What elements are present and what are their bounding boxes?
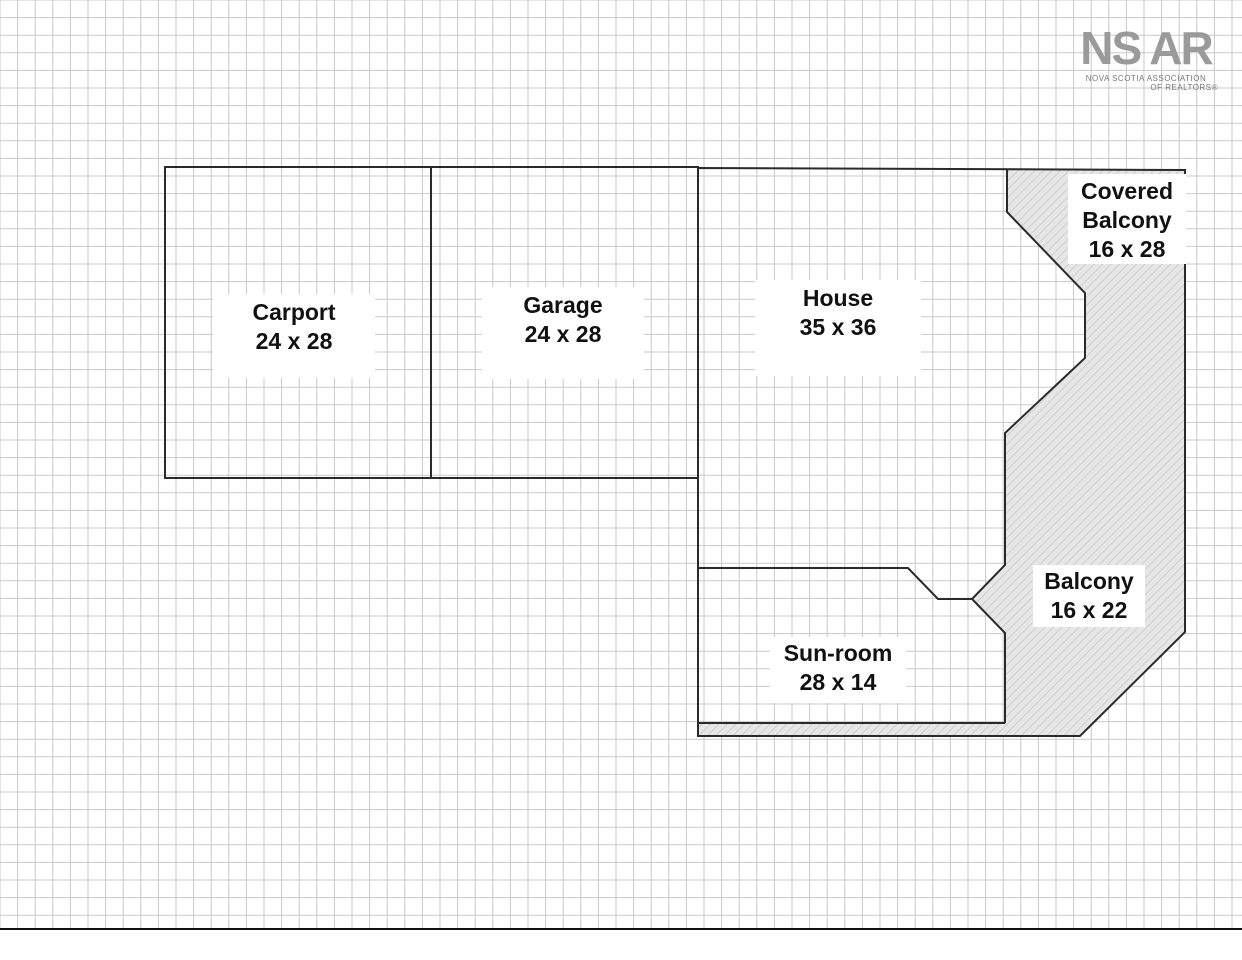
- graph-paper-grid: [0, 0, 1242, 930]
- balcony-label: Balcony 16 x 22: [1033, 565, 1145, 627]
- sunroom-outline: [698, 567, 1005, 724]
- plan-outlines: [164, 166, 1186, 737]
- logo-line-1: NOVA SCOTIA ASSOCIATION: [1085, 74, 1207, 83]
- nsar-logo: NS AR NOVA SCOTIA ASSOCIATION OF REALTOR…: [1066, 22, 1226, 102]
- logo-line-2: OF REALTORS®: [1150, 83, 1218, 92]
- sunroom-label: Sun-room 28 x 14: [770, 637, 906, 703]
- garage-label: Garage 24 x 28: [482, 287, 644, 379]
- covered-balcony-label: Covered Balcony 16 x 28: [1068, 174, 1186, 264]
- carport-label: Carport 24 x 28: [213, 294, 375, 378]
- house-outline: [697, 166, 1186, 737]
- logo-mark: NS AR: [1080, 22, 1213, 74]
- covered-balcony-boundary: [970, 170, 1086, 723]
- house-label: House 35 x 36: [755, 280, 921, 376]
